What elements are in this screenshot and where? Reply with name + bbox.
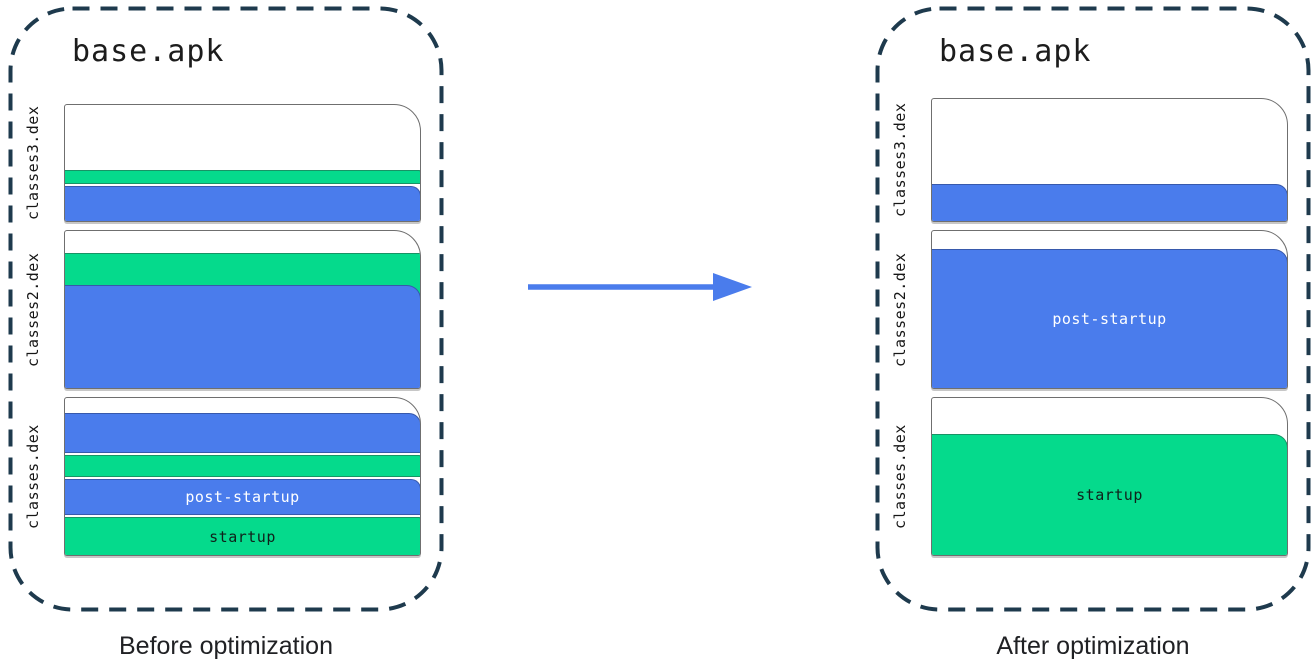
dex-file-page-classes2-dex: post-startup (931, 230, 1288, 389)
post-startup-region: post-startup (932, 249, 1287, 388)
dex-files-before: classes3.dex classes2.dex classes.dex post-… (8, 6, 444, 612)
apk-title: base.apk (939, 34, 1092, 69)
before-caption: Before optimization (118, 632, 333, 660)
startup-region (65, 170, 420, 184)
dex-file-page-classes3-dex (931, 98, 1288, 222)
post-startup-region (65, 285, 420, 388)
optimization-arrow-icon (528, 273, 752, 301)
file-label-classes-dex: classes.dex (24, 424, 42, 529)
post-startup-region (65, 186, 420, 221)
apk-dashed-border (875, 6, 1311, 612)
file-label-classes2-dex: classes2.dex (24, 252, 42, 367)
post-startup-region (932, 184, 1287, 221)
file-label-classes2-dex: classes2.dex (891, 252, 909, 367)
after-caption: After optimization (996, 632, 1190, 660)
startup-region: startup (932, 434, 1287, 555)
startup-region (65, 455, 420, 477)
panel-after-optimization: base.apk classes3.dex classes2.dex post-st… (875, 6, 1311, 660)
file-label-classes3-dex: classes3.dex (24, 105, 42, 221)
apk-title: base.apk (72, 34, 225, 69)
post-startup-region (65, 413, 420, 453)
dex-files-after: classes3.dex classes2.dex post-startup clas… (875, 6, 1311, 612)
dex-file-page-classes3-dex (64, 104, 421, 222)
file-label-classes-dex: classes.dex (891, 424, 909, 529)
post-startup-region: post-startup (65, 479, 420, 515)
dex-file-page-classes2-dex (64, 230, 421, 389)
apk-dashed-border (8, 6, 444, 612)
dex-file-page-classes-dex: startup (931, 397, 1288, 556)
file-label-classes3-dex: classes3.dex (891, 102, 909, 218)
startup-region: startup (65, 517, 420, 555)
